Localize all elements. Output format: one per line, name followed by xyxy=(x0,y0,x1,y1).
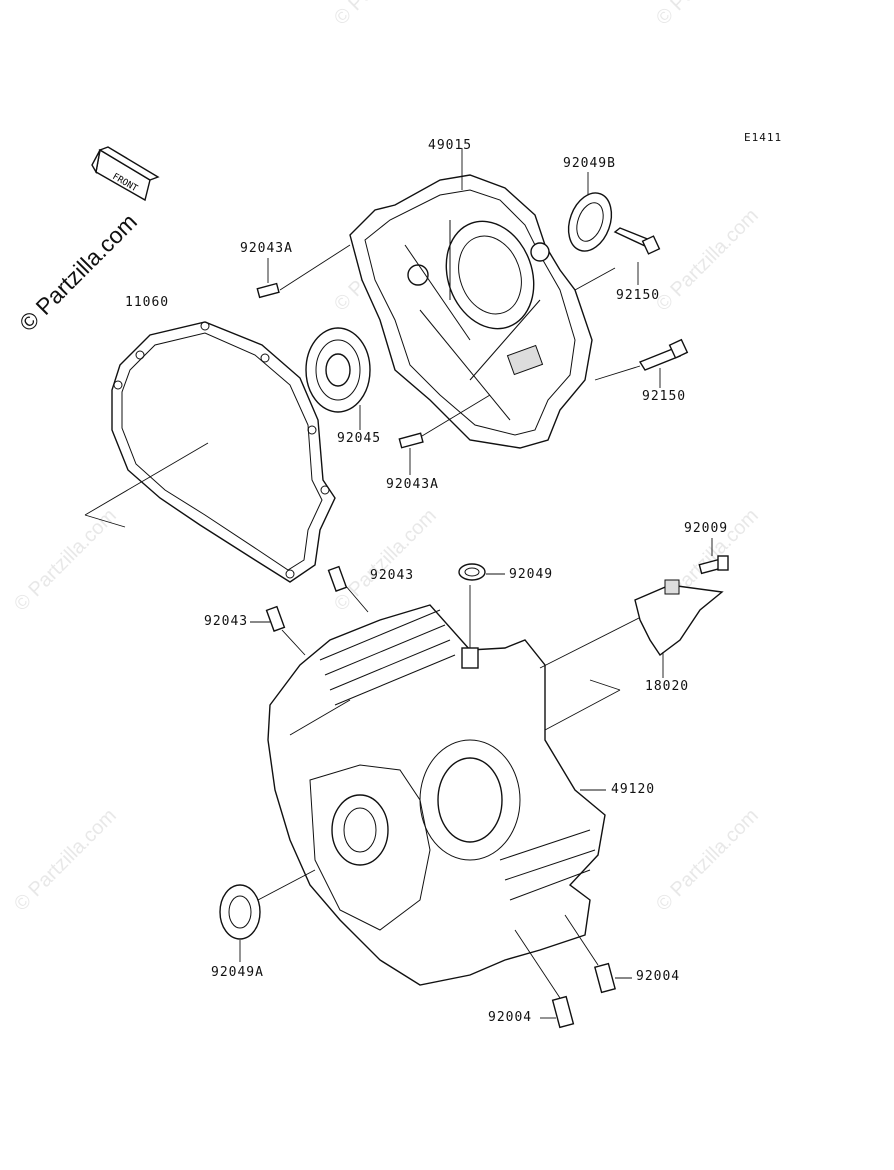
part-label-92045[interactable]: 92045 xyxy=(337,431,382,446)
oil-seal-92049A[interactable] xyxy=(219,869,316,962)
bolt-92150-bottom[interactable] xyxy=(594,338,689,388)
part-label-92009[interactable]: 92009 xyxy=(684,521,729,536)
dowel-pin-92043-right[interactable] xyxy=(327,565,369,613)
guide-plate-18020[interactable] xyxy=(634,579,724,678)
part-label-92043A[interactable]: 92043A xyxy=(240,241,293,256)
crankcase-cover-49015[interactable] xyxy=(349,148,593,449)
dowel-pin-92043A-top[interactable] xyxy=(256,244,351,299)
oil-seal-92049B[interactable] xyxy=(561,172,619,257)
stud-92004-left[interactable] xyxy=(514,929,575,1029)
part-label-18020[interactable]: 18020 xyxy=(645,679,690,694)
part-label-49120[interactable]: 49120 xyxy=(611,782,656,797)
bearing-92045[interactable] xyxy=(305,327,371,430)
part-label-92150[interactable]: 92150 xyxy=(642,389,687,404)
part-label-49015[interactable]: 49015 xyxy=(428,138,473,153)
part-label-92049B[interactable]: 92049B xyxy=(563,156,616,171)
part-label-92150[interactable]: 92150 xyxy=(616,288,661,303)
part-label-92049A[interactable]: 92049A xyxy=(211,965,264,980)
dowel-pin-92043A-bottom[interactable] xyxy=(398,394,491,475)
part-label-92043[interactable]: 92043 xyxy=(370,568,415,583)
part-label-92004[interactable]: 92004 xyxy=(488,1010,533,1025)
crankcase-49120[interactable] xyxy=(267,585,646,986)
bolt-92009[interactable] xyxy=(698,538,729,575)
front-arrow-icon: FRONT xyxy=(91,146,160,202)
dowel-pin-92043-left[interactable] xyxy=(250,605,306,656)
diagram-code: E1411 xyxy=(744,131,783,144)
part-label-92043A[interactable]: 92043A xyxy=(386,477,439,492)
stud-92004-right[interactable] xyxy=(564,914,632,994)
bolt-92150-top[interactable] xyxy=(574,227,661,291)
part-label-92049[interactable]: 92049 xyxy=(509,567,554,582)
part-label-92043[interactable]: 92043 xyxy=(204,614,249,629)
oil-seal-92049[interactable] xyxy=(458,563,505,581)
part-label-92004[interactable]: 92004 xyxy=(636,969,681,984)
gasket-11060[interactable] xyxy=(84,321,336,583)
part-label-11060[interactable]: 11060 xyxy=(125,295,170,310)
